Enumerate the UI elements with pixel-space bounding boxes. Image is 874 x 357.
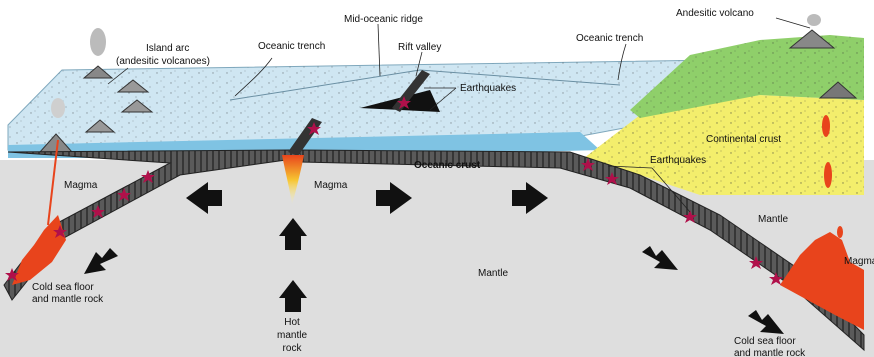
ash-cloud [51, 98, 65, 118]
label-mantle-center: Mantle [478, 268, 508, 279]
ash-cloud [807, 14, 821, 26]
label-earthquakes-top: Earthquakes [460, 83, 516, 94]
label-island-arc-sub: (andesitic volcanoes) [116, 56, 210, 67]
label-oceanic-crust: Oceanic crust [414, 160, 481, 171]
label-hot-1: Hot [284, 317, 300, 328]
label-magma-right: Magma [844, 256, 874, 267]
magma-blob [822, 115, 830, 137]
magma-blob [837, 226, 843, 238]
label-magma-center: Magma [314, 180, 348, 191]
label-rift-valley: Rift valley [398, 42, 441, 53]
label-oceanic-trench-left: Oceanic trench [258, 41, 325, 52]
label-island-arc: Island arc [146, 43, 189, 54]
ash-cloud [90, 28, 106, 56]
label-magma-left: Magma [64, 180, 98, 191]
label-andesitic-volcano: Andesitic volcano [676, 8, 754, 19]
label-cold-right-2: and mantle rock [734, 348, 806, 357]
label-continental-crust: Continental crust [706, 134, 781, 145]
label-mantle-right: Mantle [758, 214, 788, 225]
label-earthquakes-right: Earthquakes [650, 155, 706, 166]
label-hot-2: mantle [277, 330, 307, 341]
label-cold-left-2: and mantle rock [32, 294, 104, 305]
magma-blob [824, 162, 832, 188]
label-mid-oceanic-ridge: Mid-oceanic ridge [344, 14, 423, 25]
label-oceanic-trench-right: Oceanic trench [576, 33, 643, 44]
label-cold-right-1: Cold sea floor [734, 336, 796, 347]
label-cold-left-1: Cold sea floor [32, 282, 94, 293]
label-hot-3: rock [283, 343, 303, 354]
